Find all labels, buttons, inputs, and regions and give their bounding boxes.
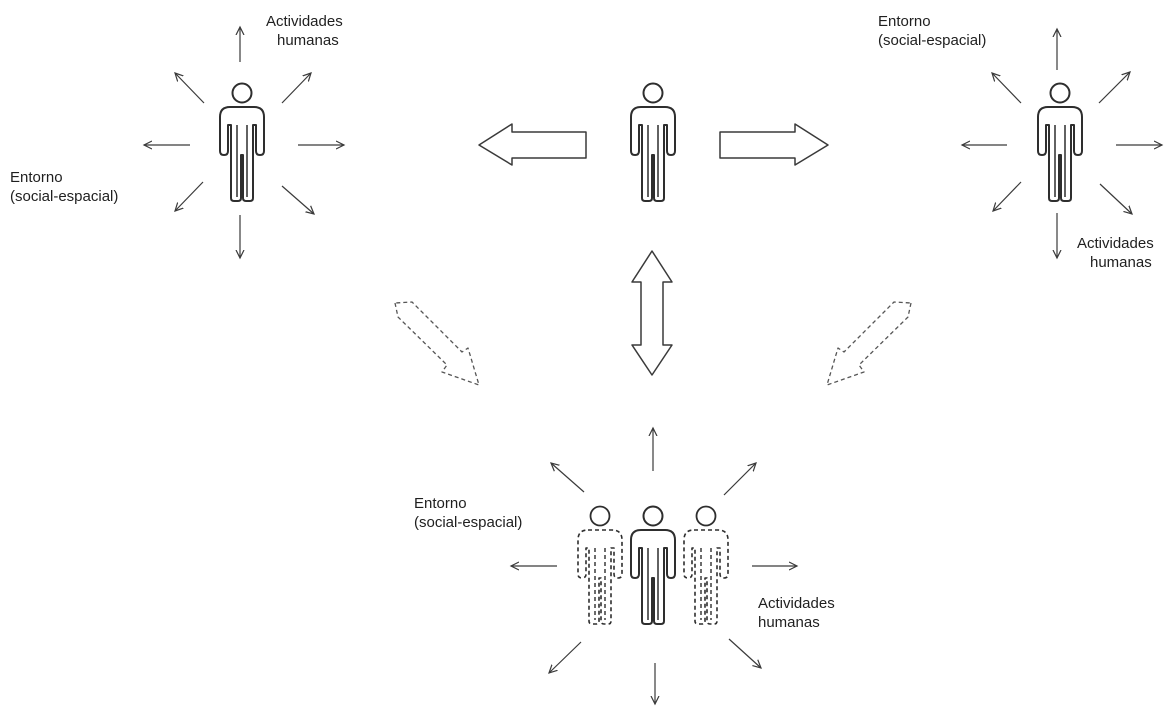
left-activities-line1: Actividades — [266, 13, 343, 30]
arrow-down-left — [175, 181, 204, 211]
left-activities-line2: humanas — [277, 32, 339, 49]
right-person-group — [962, 29, 1162, 258]
arrow-down-right — [1099, 183, 1132, 214]
bottom-environment-line2: (social-espacial) — [414, 514, 523, 531]
arrow-up-left — [551, 463, 585, 493]
right-environment-line2: (social-espacial) — [878, 32, 987, 49]
left-person-group — [144, 27, 344, 258]
dashed-arrow-to-bottom-left — [394, 301, 480, 386]
bottom-activities-line2: humanas — [758, 614, 820, 631]
left-radiating-arrows — [144, 27, 344, 258]
bottom-person-icon — [630, 505, 676, 625]
right-person-icon — [1037, 82, 1083, 202]
left-environment-line2: (social-espacial) — [10, 188, 119, 205]
arrow-up-right — [281, 73, 311, 104]
arrow-up-right — [723, 463, 756, 496]
bottom-activities-label: Actividades humanas — [758, 594, 835, 632]
arrow-down-left — [993, 181, 1022, 211]
arrow-down-left — [549, 641, 582, 673]
bottom-activities-line1: Actividades — [758, 595, 835, 612]
bottom-radiating-arrows — [511, 428, 797, 704]
left-environment-line1: Entorno — [10, 169, 63, 186]
right-environment-line1: Entorno — [878, 13, 931, 30]
bottom-dashed-person-left-icon — [577, 505, 623, 625]
right-activities-line2: humanas — [1090, 254, 1152, 271]
bottom-environment-label: Entorno (social-espacial) — [414, 494, 522, 532]
bottom-dashed-person-right-icon — [683, 505, 729, 625]
arrow-up-left — [992, 73, 1022, 104]
arrow-down-right — [281, 185, 314, 214]
dashed-arrow-to-bottom-right — [826, 301, 912, 386]
center-person-group — [630, 82, 676, 202]
center-person-icon — [630, 82, 676, 202]
right-radiating-arrows — [962, 29, 1162, 258]
hollow-arrow-left — [478, 123, 587, 166]
right-environment-label: Entorno (social-espacial) — [878, 12, 986, 50]
left-activities-label: Actividades humanas — [266, 12, 343, 50]
left-environment-label: Entorno (social-espacial) — [10, 168, 118, 206]
left-person-icon — [219, 82, 265, 202]
right-activities-line1: Actividades — [1077, 235, 1154, 252]
arrow-up-left — [175, 73, 205, 104]
arrow-up-right — [1098, 72, 1130, 104]
bottom-environment-line1: Entorno — [414, 495, 467, 512]
bottom-person-group — [511, 428, 797, 704]
right-activities-label: Actividades humanas — [1077, 234, 1154, 272]
arrow-down-right — [728, 638, 761, 668]
hollow-arrow-right — [719, 123, 829, 166]
hollow-double-arrow-vertical — [631, 250, 673, 376]
